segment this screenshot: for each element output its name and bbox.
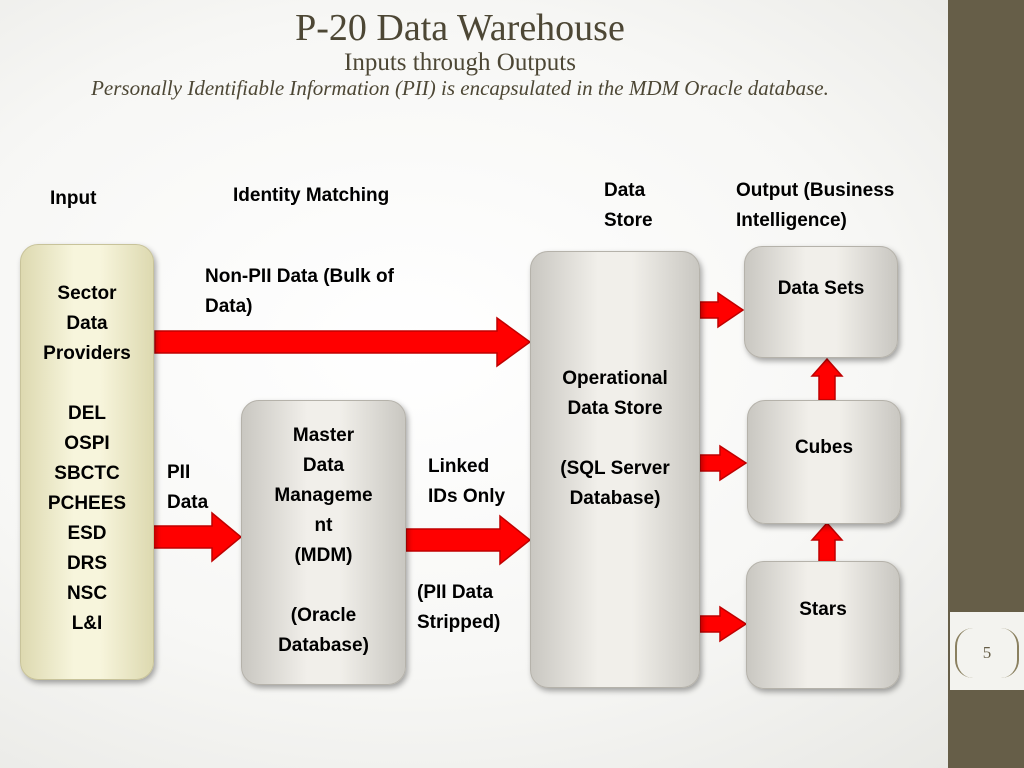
input-line: Sector	[57, 283, 117, 304]
mdm-line: nt	[314, 515, 333, 536]
label-stripped-line2: Stripped)	[417, 612, 501, 633]
label-linked-line2: IDs Only	[428, 486, 506, 507]
arrow-to-cubes	[699, 444, 748, 482]
arrow-to-data-sets	[699, 291, 745, 329]
cubes-label: Cubes	[794, 437, 854, 458]
mdm-line: (Oracle	[290, 605, 357, 626]
data-sets-box: Data Sets	[744, 246, 898, 358]
input-line: OSPI	[64, 433, 110, 454]
ods-line: Operational	[562, 368, 668, 389]
data-sets-label: Data Sets	[777, 278, 865, 299]
arrow-to-stars	[699, 605, 748, 643]
header-output-line1: Output (Business	[736, 180, 895, 201]
header-data-store: Data Store	[604, 176, 653, 236]
input-line: Providers	[43, 343, 131, 364]
arrow-pii	[144, 511, 243, 563]
input-line	[21, 369, 153, 399]
label-nonpii: Non-PII Data (Bulk of Data)	[205, 262, 394, 322]
mdm-line	[242, 571, 405, 601]
input-line: NSC	[66, 583, 108, 604]
header-identity-matching: Identity Matching	[233, 185, 390, 206]
label-nonpii-line2: Data)	[205, 296, 253, 317]
label-linked-ids: Linked IDs Only	[428, 452, 505, 512]
header-data-store-line1: Data	[604, 180, 646, 201]
stars-box: Stars	[746, 561, 900, 689]
mdm-line: Manageme	[274, 485, 373, 506]
arrow-nonpii	[154, 316, 532, 368]
header-input: Input	[50, 188, 97, 209]
ods-line	[531, 424, 699, 454]
input-line: DRS	[66, 553, 108, 574]
sector-data-providers-box: Sector Data Providers DEL OSPI SBCTC PCH…	[20, 244, 154, 680]
slide-subtitle: Inputs through Outputs	[344, 49, 576, 76]
ods-line: (SQL Server	[560, 458, 670, 479]
input-line: Data	[66, 313, 108, 334]
arrow-linked	[405, 514, 532, 566]
label-linked-line1: Linked	[428, 456, 490, 477]
mdm-line: Master	[292, 425, 355, 446]
header-output: Output (Business Intelligence)	[736, 176, 894, 236]
label-pii-stripped: (PII Data Stripped)	[417, 578, 500, 638]
header-data-store-line2: Store	[604, 210, 653, 231]
ods-line: Data Store	[567, 398, 663, 419]
slide-title: P-20 Data Warehouse	[295, 7, 625, 49]
operational-data-store-box: Operational Data Store (SQL Server Datab…	[530, 251, 700, 688]
label-pii-data: PII Data	[167, 458, 208, 518]
page-number-panel	[950, 612, 1024, 690]
mdm-line: Data	[302, 455, 345, 476]
input-line: ESD	[67, 523, 107, 544]
slide-note: Personally Identifiable Information (PII…	[91, 76, 829, 100]
mdm-line: (MDM)	[294, 545, 353, 566]
input-line: PCHEES	[47, 493, 127, 514]
label-stripped-line1: (PII Data	[417, 582, 494, 603]
label-nonpii-line1: Non-PII Data (Bulk of	[205, 266, 394, 287]
mdm-box: Master Data Manageme nt (MDM) (Oracle Da…	[241, 400, 406, 685]
label-pii-line1: PII	[167, 462, 191, 483]
input-line: DEL	[68, 403, 106, 424]
arrow-stars-to-cubes	[810, 521, 844, 563]
header-output-line2: Intelligence)	[736, 210, 847, 231]
stars-label: Stars	[799, 599, 847, 620]
arrow-cubes-to-data-sets	[810, 357, 844, 401]
input-line: SBCTC	[54, 463, 120, 484]
label-pii-line2: Data	[167, 492, 209, 513]
input-line: L&I	[71, 613, 103, 634]
cubes-box: Cubes	[747, 400, 901, 524]
page-number: 5	[955, 628, 1019, 678]
mdm-line: Database)	[278, 635, 369, 656]
ods-line: Database)	[569, 488, 661, 509]
